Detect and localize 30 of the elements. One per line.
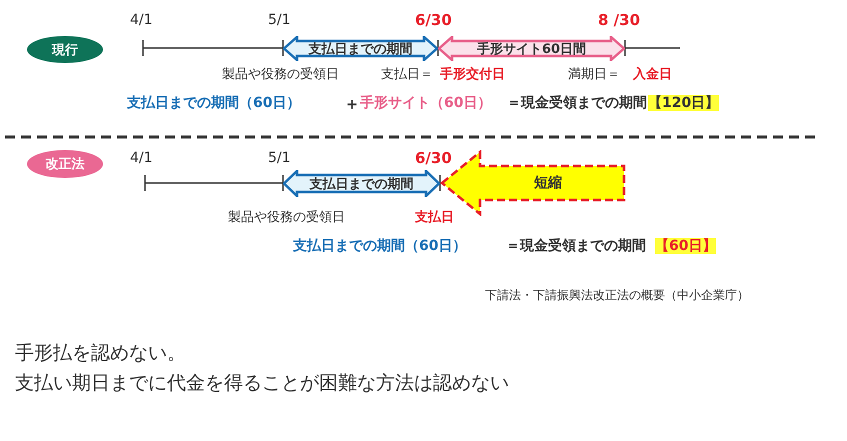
date-label: 8 /30 bbox=[598, 12, 640, 30]
date-caption: 支払日＝ bbox=[381, 68, 433, 83]
formula-term: 支払日までの期間（60日） bbox=[127, 95, 300, 112]
formula-term: 支払日までの期間（60日） bbox=[293, 238, 466, 254]
date-caption: 入金日 bbox=[633, 68, 672, 83]
formula-term: ＝現金受領までの期間 bbox=[506, 238, 646, 254]
date-label: 4/1 bbox=[130, 12, 153, 28]
date-caption: 製品や役務の受領日 bbox=[222, 68, 339, 83]
date-label: 6/30 bbox=[415, 150, 452, 168]
date-label: 5/1 bbox=[268, 150, 291, 166]
double-arrow: 支払日までの期間 bbox=[283, 36, 438, 61]
date-caption: 支払日 bbox=[415, 211, 454, 226]
date-label: 6/30 bbox=[415, 12, 452, 30]
label-oval: 改正法 bbox=[27, 150, 103, 178]
label-oval: 現行 bbox=[27, 36, 103, 63]
formula-term: 手形サイト（60日） bbox=[360, 95, 492, 112]
date-caption: 満期日＝ bbox=[568, 68, 620, 83]
date-caption: 手形交付日 bbox=[440, 68, 505, 83]
date-label: 4/1 bbox=[130, 150, 153, 166]
source-note: 下請法・下請振興法改正法の概要（中小企業庁） bbox=[485, 289, 749, 303]
note-text: 手形払を認めない。 bbox=[15, 343, 186, 365]
note-text: 支払い期日までに代金を得ることが困難な方法は認めない bbox=[15, 373, 509, 395]
date-label: 5/1 bbox=[268, 12, 291, 28]
double-arrow: 支払日までの期間 bbox=[283, 170, 440, 197]
formula-result: 【60日】 bbox=[655, 238, 716, 254]
formula-operator: ＋ bbox=[344, 95, 360, 114]
double-arrow: 手形サイト60日間 bbox=[438, 36, 625, 61]
formula-term: ＝現金受領までの期間 bbox=[507, 95, 647, 112]
date-caption: 製品や役務の受領日 bbox=[228, 211, 345, 226]
formula-result: 【120日】 bbox=[648, 95, 720, 112]
